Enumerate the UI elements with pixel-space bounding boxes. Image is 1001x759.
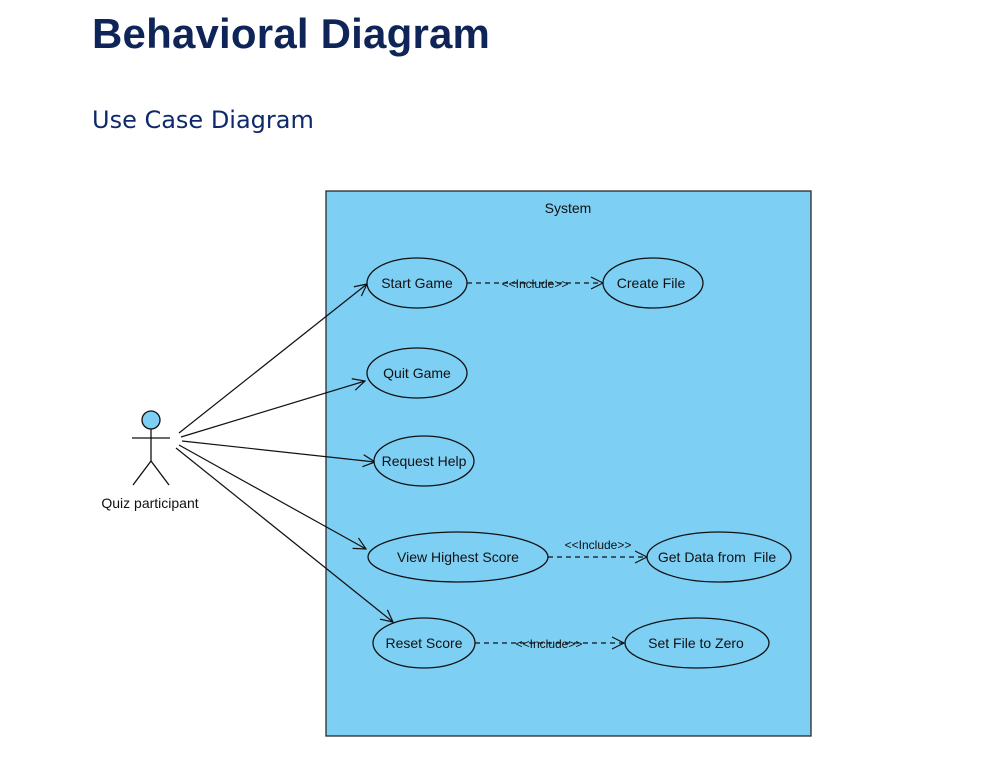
use-case-create-file-label: Create File bbox=[617, 275, 686, 291]
use-case-view-highest-score[interactable]: View Highest Score bbox=[367, 531, 549, 583]
page-subtitle: Use Case Diagram bbox=[92, 106, 314, 134]
include-label-start-create: <<Include>> bbox=[502, 277, 569, 291]
use-case-request-help-label: Request Help bbox=[382, 453, 467, 469]
actor-label: Quiz participant bbox=[101, 495, 198, 511]
actor-quiz-participant[interactable] bbox=[132, 410, 170, 486]
use-case-view-highest-score-label: View Highest Score bbox=[397, 549, 519, 565]
use-case-request-help[interactable]: Request Help bbox=[373, 435, 475, 487]
include-label-reset-setfile: <<Include>> bbox=[516, 637, 583, 651]
actor-right-leg bbox=[150, 460, 170, 486]
use-case-get-data-from-file[interactable]: Get Data from File bbox=[646, 531, 792, 583]
page-title: Behavioral Diagram bbox=[92, 10, 491, 57]
actor-head bbox=[141, 410, 161, 430]
system-label: System bbox=[545, 200, 592, 216]
use-case-set-file-to-zero-label: Set File to Zero bbox=[648, 635, 744, 651]
include-label-view-getdata: <<Include>> bbox=[565, 538, 632, 552]
use-case-reset-score[interactable]: Reset Score bbox=[372, 617, 476, 669]
association-view-highest-score bbox=[178, 444, 366, 549]
use-case-set-file-to-zero[interactable]: Set File to Zero bbox=[624, 617, 770, 669]
association-reset-score bbox=[175, 447, 393, 622]
use-case-reset-score-label: Reset Score bbox=[385, 635, 462, 651]
association-request-help bbox=[181, 440, 375, 462]
use-case-start-game-label: Start Game bbox=[381, 275, 453, 291]
association-start-game bbox=[178, 284, 367, 434]
use-case-quit-game[interactable]: Quit Game bbox=[366, 347, 468, 399]
use-case-start-game[interactable]: Start Game bbox=[366, 257, 468, 309]
use-case-get-data-from-file-label: Get Data from File bbox=[658, 549, 776, 565]
use-case-create-file[interactable]: Create File bbox=[602, 257, 704, 309]
actor-left-leg bbox=[132, 460, 152, 486]
association-quit-game bbox=[180, 381, 365, 438]
use-case-quit-game-label: Quit Game bbox=[383, 365, 451, 381]
